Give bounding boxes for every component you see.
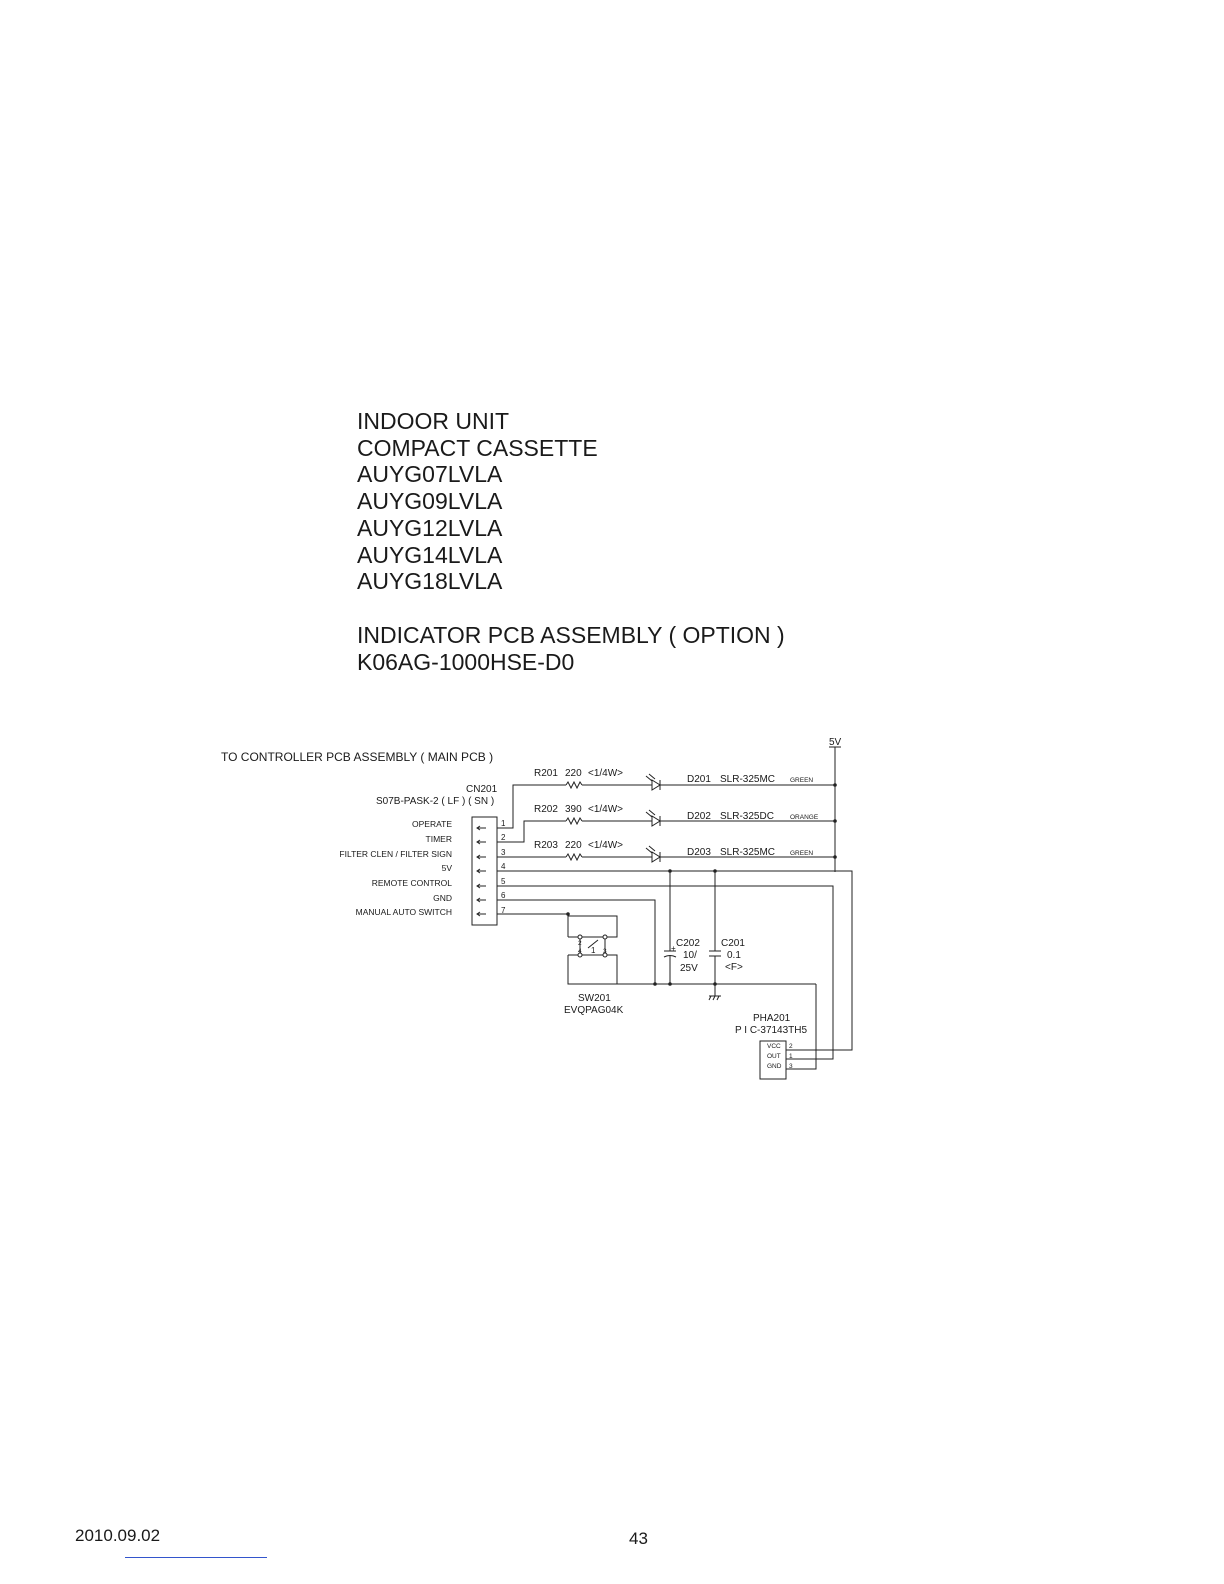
c201-rating: <F>	[725, 962, 743, 973]
unit-type: INDOOR UNIT	[357, 408, 510, 434]
led-d203-light	[645, 845, 656, 854]
page-number: 43	[629, 1529, 648, 1548]
footer-link-underline	[125, 1557, 267, 1558]
wire-switch	[497, 913, 569, 937]
pin-number: 1	[501, 819, 506, 828]
led-d203-symbol	[651, 851, 661, 863]
sensor-part: P I C-37143TH5	[735, 1025, 808, 1036]
pin-number: 4	[501, 862, 506, 871]
title-block: INDOOR UNIT COMPACT CASSETTE AUYG07LVLA …	[357, 408, 785, 675]
pin-number: 3	[501, 848, 506, 857]
connector-arrows	[476, 825, 486, 917]
led-d201-light	[645, 773, 656, 782]
c201-value: 0.1	[727, 950, 741, 961]
switch-pin-number: 2	[578, 940, 582, 947]
model-number: AUYG12LVLA	[357, 514, 503, 541]
r201-value: 220	[565, 768, 582, 779]
d201-part: SLR-325MC	[720, 774, 775, 785]
switch-upper-loop	[568, 915, 618, 938]
footer-date: 2010.09.02	[75, 1526, 161, 1545]
part-number: K06AG-1000HSE-D0	[357, 648, 575, 675]
sensor-pin-name: GND	[767, 1063, 782, 1070]
switch-terminals	[577, 934, 608, 958]
r203-ref: R203	[534, 840, 558, 851]
switch-pin-number: 1	[591, 946, 596, 955]
model-number: AUYG14LVLA	[357, 541, 503, 568]
connector-ref: CN201	[466, 784, 498, 795]
pin-signal-label: REMOTE CONTROL	[372, 878, 453, 888]
c202-ref: C202	[676, 938, 700, 949]
pin-number: 5	[501, 877, 506, 886]
supply-label: 5V	[829, 737, 842, 748]
pin-number: 6	[501, 891, 506, 900]
d203-part: SLR-325MC	[720, 847, 775, 858]
switch-lower-loop	[567, 954, 618, 985]
c201-ref: C201	[721, 938, 745, 949]
sensor-ref: PHA201	[753, 1013, 791, 1024]
wire-sensor-gnd	[786, 984, 817, 1070]
pin-signal-label: TIMER	[426, 834, 452, 844]
pin-number: 2	[501, 833, 506, 842]
switch-part: EVQPAG04K	[564, 1005, 624, 1016]
pin-signal-label: OPERATE	[412, 819, 452, 829]
d203-color: GREEN	[790, 850, 813, 857]
resistor-r201-symbol	[565, 780, 583, 790]
resistor-r203-symbol	[565, 852, 583, 862]
led-d202-light	[645, 809, 656, 818]
resistor-r202-symbol	[565, 816, 583, 826]
d201-color: GREEN	[790, 777, 813, 784]
pin-number: 7	[501, 906, 506, 915]
wire-operate	[497, 784, 566, 829]
sensor-pin-number: 1	[789, 1053, 793, 1060]
sensor-pin-number: 3	[789, 1063, 793, 1070]
switch-ref: SW201	[578, 993, 611, 1004]
pin-signal-label: GND	[433, 893, 452, 903]
switch-pin-number: 3	[603, 948, 607, 955]
connector-part: S07B-PASK-2 ( LF ) ( SN )	[376, 796, 494, 807]
d201-ref: D201	[687, 774, 711, 785]
model-number: AUYG07LVLA	[357, 461, 503, 488]
c202-rating: 25V	[680, 963, 698, 974]
assembly-name: INDICATOR PCB ASSEMBLY ( OPTION )	[357, 621, 785, 648]
switch-pin-number: 4	[578, 948, 582, 955]
c202-polarity: +	[671, 944, 676, 953]
r203-rating: <1/4W>	[588, 840, 623, 851]
wire-remote	[497, 885, 834, 1060]
sensor-pin-name: OUT	[767, 1053, 781, 1060]
r203-value: 220	[565, 840, 582, 851]
led-d201-symbol	[651, 779, 661, 791]
c202-value: 10/	[683, 950, 697, 961]
d202-part: SLR-325DC	[720, 811, 774, 822]
sensor-pin-name: VCC	[767, 1043, 781, 1050]
model-number: AUYG09LVLA	[357, 488, 503, 515]
sensor-pin-number: 2	[789, 1043, 793, 1050]
r202-rating: <1/4W>	[588, 804, 623, 815]
series-name: COMPACT CASSETTE	[357, 434, 598, 461]
wire-timer	[497, 820, 566, 843]
controller-label: TO CONTROLLER PCB ASSEMBLY ( MAIN PCB )	[221, 750, 493, 764]
wire-5v	[497, 870, 853, 1051]
wire-gnd	[497, 899, 656, 984]
ground-icon	[708, 995, 721, 1001]
led-d202-symbol	[651, 815, 661, 827]
c202-plate-bottom	[663, 955, 677, 958]
r202-value: 390	[565, 804, 582, 815]
model-number: AUYG18LVLA	[357, 568, 503, 595]
d202-ref: D202	[687, 811, 711, 822]
switch-actuator	[587, 939, 599, 949]
d202-color: ORANGE	[790, 814, 819, 821]
r202-ref: R202	[534, 804, 558, 815]
r201-rating: <1/4W>	[588, 768, 623, 779]
pin-signal-label: MANUAL AUTO SWITCH	[356, 907, 452, 917]
pin-signal-label: 5V	[442, 863, 453, 873]
junction-dots	[566, 783, 837, 986]
pin-signal-label: FILTER CLEN / FILTER SIGN	[339, 849, 452, 859]
r201-ref: R201	[534, 768, 558, 779]
d203-ref: D203	[687, 847, 711, 858]
